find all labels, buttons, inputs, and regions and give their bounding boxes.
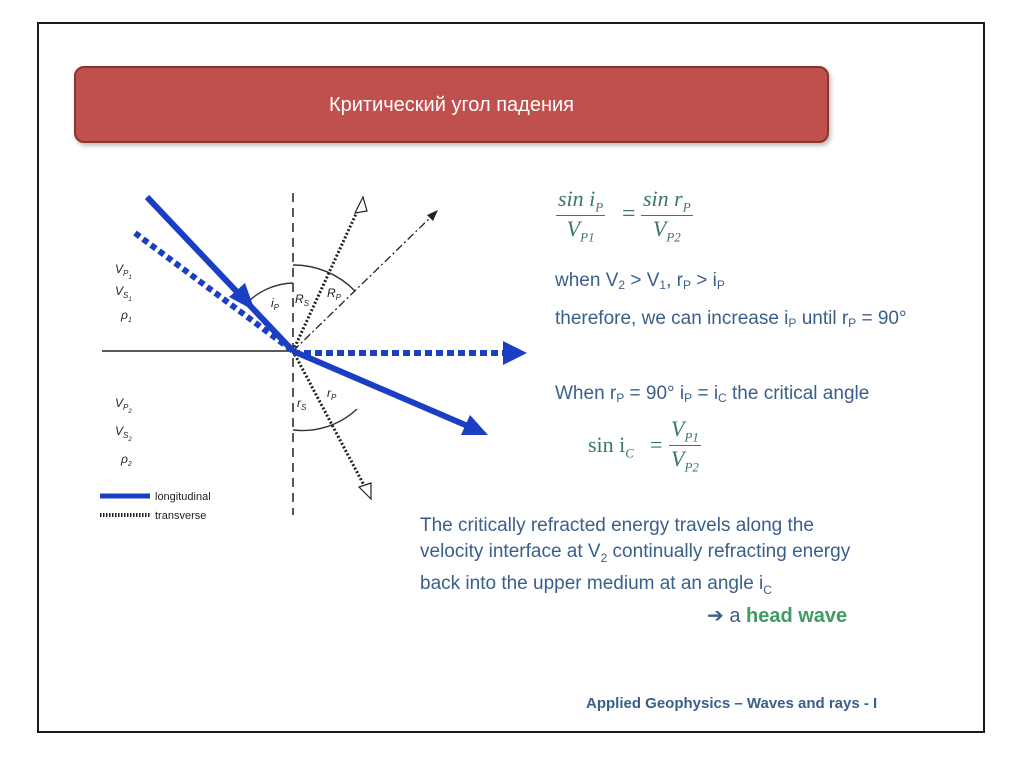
label-rho2: ρ2 <box>120 452 132 468</box>
head-wave-term: head wave <box>746 605 848 627</box>
arc-ip <box>244 282 294 306</box>
snell-rhs: sin rP VP2 <box>641 186 693 245</box>
reflected-s-ray <box>291 202 363 352</box>
label-rp-lower: rP <box>327 386 337 402</box>
head-wave-note: ➔ a head wave <box>707 605 848 627</box>
arc-upper <box>292 264 356 292</box>
refracted-s-arrowhead <box>357 482 372 501</box>
critical-rhs: VP1 VP2 <box>669 416 701 475</box>
title-banner: Критический угол падения <box>74 66 829 143</box>
refracted-p-arrowhead <box>461 415 488 435</box>
critical-lhs: sin iC <box>588 432 634 461</box>
label-vp2: VP2 <box>115 396 132 415</box>
reflected-p-arrowhead <box>427 210 438 221</box>
label-vs2: VS2 <box>115 424 132 443</box>
incident-p-ray <box>144 194 296 354</box>
snell-lhs: sin iP VP1 <box>556 186 606 245</box>
snell-equals: = <box>622 201 636 227</box>
explanation-paragraph: The critically refracted energy travels … <box>420 515 851 597</box>
legend-transverse: transverse <box>155 510 206 522</box>
critical-equals: = <box>650 432 663 457</box>
label-vs1: VS1 <box>115 284 132 303</box>
footer-text: Applied Geophysics – Waves and rays - I <box>586 695 878 712</box>
label-vp1: VP1 <box>115 262 132 281</box>
label-ip: iP <box>271 296 280 312</box>
condition-line: when V2 > V1, rP > iP <box>555 270 725 292</box>
incident-s-ray <box>133 230 295 354</box>
refracted-p-ray <box>291 348 472 430</box>
arrow-right-icon: ➔ <box>707 605 724 627</box>
arc-lower <box>292 408 358 432</box>
refraction-diagram: VP1 VS1 ρ1 VP2 VS2 ρ2 iP RS RP rS rP lon… <box>100 193 527 522</box>
reflected-s-arrowhead <box>353 195 368 214</box>
critical-angle-line: When rP = 90° iP = iC the critical angle <box>555 383 870 405</box>
legend-longitudinal: longitudinal <box>155 491 211 503</box>
label-rs-lower: rS <box>297 396 307 412</box>
label-rs-upper: RS <box>295 292 310 308</box>
label-rp-upper: RP <box>327 286 342 302</box>
reflected-p-ray <box>292 212 436 352</box>
critical-refracted-arrowhead <box>503 341 527 365</box>
label-rho1: ρ1 <box>120 308 132 324</box>
therefore-line: therefore, we can increase iP until rP =… <box>555 308 907 330</box>
incident-p-arrowhead <box>229 283 255 311</box>
slide-title: Критический угол падения <box>328 94 575 116</box>
refracted-s-ray <box>291 350 369 492</box>
